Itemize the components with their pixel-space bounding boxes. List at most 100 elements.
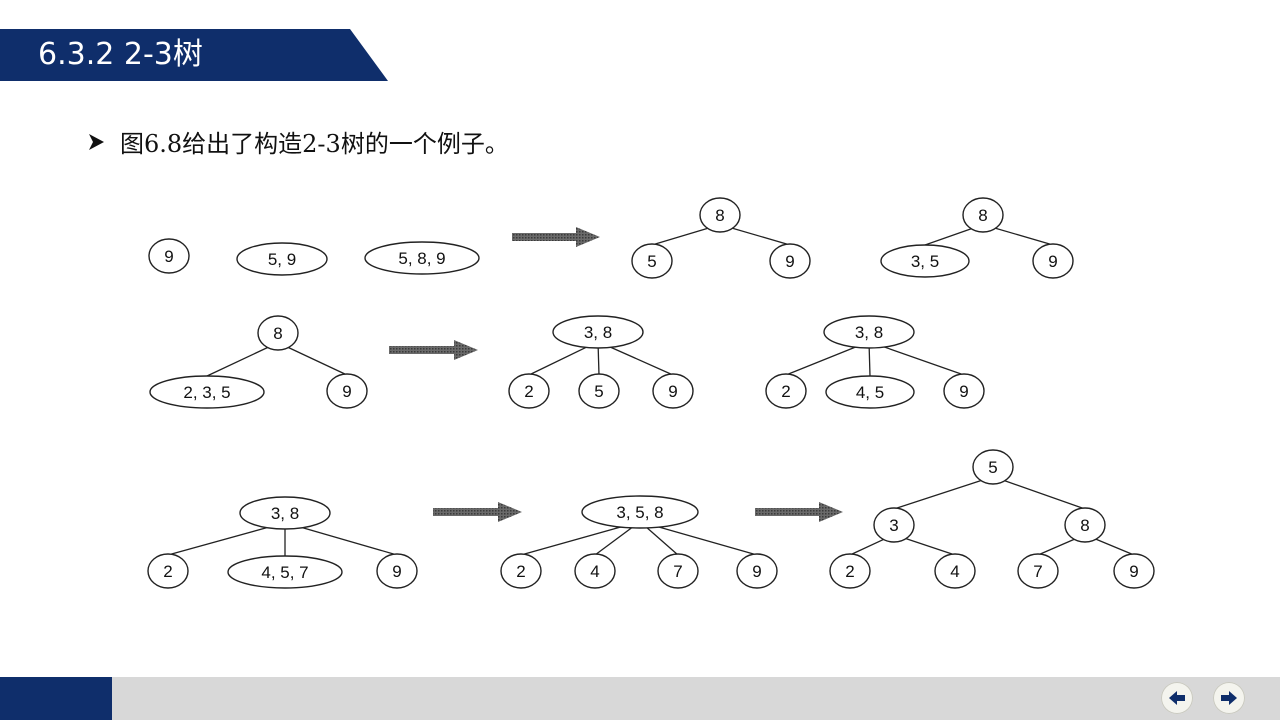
- slide-title: 6.3.2 2-3树: [38, 37, 203, 72]
- tree-node-shape: [880, 244, 970, 278]
- tree-node-label: 2: [163, 562, 172, 581]
- tree-node-label: 8: [715, 206, 724, 225]
- tree-node-label: 5, 9: [268, 250, 296, 269]
- tree-node-label: 9: [1129, 562, 1138, 581]
- tree-node-shape: [657, 553, 699, 589]
- tree-node: 4, 5, 7: [227, 555, 343, 589]
- tree-node: 5, 8, 9: [364, 241, 480, 275]
- tree-node-shape: [873, 507, 915, 543]
- tree-node: 9: [769, 243, 811, 279]
- tree-node-label: 5: [647, 252, 656, 271]
- tree-node-label: 9: [668, 382, 677, 401]
- tree-node-shape: [239, 496, 331, 530]
- tree-node: 3, 5, 8: [581, 495, 699, 529]
- bullet-item: 图6.8给出了构造2-3树的一个例子。: [86, 124, 509, 159]
- tree-node-label: 3, 8: [271, 504, 299, 523]
- tree-node-label: 7: [1033, 562, 1042, 581]
- tree-node-label: 5: [988, 458, 997, 477]
- tree-node: 9: [1032, 243, 1074, 279]
- tree-node: 9: [148, 238, 190, 274]
- tree-node-shape: [972, 449, 1014, 485]
- tree-node: 8: [699, 197, 741, 233]
- tree-node-label: 9: [164, 247, 173, 266]
- tree-node-label: 9: [752, 562, 761, 581]
- tree-node-label: 5, 8, 9: [398, 249, 445, 268]
- tree-node-label: 2: [516, 562, 525, 581]
- tree-node-shape: [148, 238, 190, 274]
- tree-node-shape: [823, 315, 915, 349]
- transform-arrow-icon: [755, 502, 843, 522]
- transform-arrow-icon: [433, 502, 522, 522]
- tree-node: 2: [147, 553, 189, 589]
- tree-node: 3, 5: [880, 244, 970, 278]
- tree-node-label: 8: [273, 324, 282, 343]
- tree-node-shape: [736, 553, 778, 589]
- bullet-arrow-icon: [89, 133, 104, 150]
- tree-node: 5, 9: [236, 242, 328, 276]
- tree-node-label: 4: [590, 562, 599, 581]
- tree-node: 8: [257, 315, 299, 351]
- tree-node-shape: [578, 373, 620, 409]
- tree-node-label: 9: [959, 382, 968, 401]
- tree-node-shape: [552, 315, 644, 349]
- tree-node-shape: [364, 241, 480, 275]
- bullet-text: 图6.8给出了构造2-3树的一个例子。: [120, 130, 509, 158]
- tree-node-label: 3, 5: [911, 252, 939, 271]
- tree-node: 3, 8: [239, 496, 331, 530]
- tree-node-shape: [236, 242, 328, 276]
- tree-node-label: 3, 8: [855, 323, 883, 342]
- tree-node-shape: [825, 375, 915, 409]
- tree-node-shape: [149, 375, 265, 409]
- tree-node-label: 9: [785, 252, 794, 271]
- tree-node-label: 4: [950, 562, 959, 581]
- next-slide-button[interactable]: [1213, 682, 1245, 714]
- tree-node-label: 8: [1080, 516, 1089, 535]
- footer-accent: [0, 677, 112, 720]
- tree-node-shape: [631, 243, 673, 279]
- tree-node: 4: [574, 553, 616, 589]
- tree-node-label: 9: [1048, 252, 1057, 271]
- arrow-right-icon: [1221, 691, 1237, 705]
- tree-node-shape: [652, 373, 694, 409]
- tree-node: 3, 8: [823, 315, 915, 349]
- tree-node-shape: [326, 373, 368, 409]
- tree-node-shape: [765, 373, 807, 409]
- tree-node-shape: [769, 243, 811, 279]
- tree-node: 9: [376, 553, 418, 589]
- tree-node-shape: [829, 553, 871, 589]
- tree-node-label: 8: [978, 206, 987, 225]
- tree-node-shape: [227, 555, 343, 589]
- tree-node-shape: [962, 197, 1004, 233]
- tree-node-label: 4, 5, 7: [261, 563, 308, 582]
- tree-node-shape: [1113, 553, 1155, 589]
- tree-edge: [206, 342, 279, 377]
- tree-node-shape: [934, 553, 976, 589]
- tree-node: 5: [972, 449, 1014, 485]
- tree-node-label: 4, 5: [856, 383, 884, 402]
- tree-node: 9: [736, 553, 778, 589]
- tree-edge: [893, 475, 994, 510]
- tree-node-shape: [574, 553, 616, 589]
- tree-node-label: 2: [524, 382, 533, 401]
- tree-node: 9: [943, 373, 985, 409]
- tree-node-label: 5: [594, 382, 603, 401]
- tree-node: 8: [1064, 507, 1106, 543]
- tree-node-shape: [581, 495, 699, 529]
- tree-node: 2: [765, 373, 807, 409]
- tree-node: 8: [962, 197, 1004, 233]
- tree-node-label: 3: [889, 516, 898, 535]
- tree-node: 7: [1017, 553, 1059, 589]
- tree-node: 2: [500, 553, 542, 589]
- prev-slide-button[interactable]: [1161, 682, 1193, 714]
- tree-node-label: 3, 5, 8: [616, 503, 663, 522]
- tree-node-label: 2: [781, 382, 790, 401]
- tree-node-label: 3, 8: [584, 323, 612, 342]
- tree-node-shape: [1017, 553, 1059, 589]
- tree-node: 9: [652, 373, 694, 409]
- tree-node-label: 2, 3, 5: [183, 383, 230, 402]
- tree-node: 2: [508, 373, 550, 409]
- tree-node-shape: [508, 373, 550, 409]
- title-banner: 6.3.2 2-3树: [0, 29, 388, 81]
- tree-node-shape: [376, 553, 418, 589]
